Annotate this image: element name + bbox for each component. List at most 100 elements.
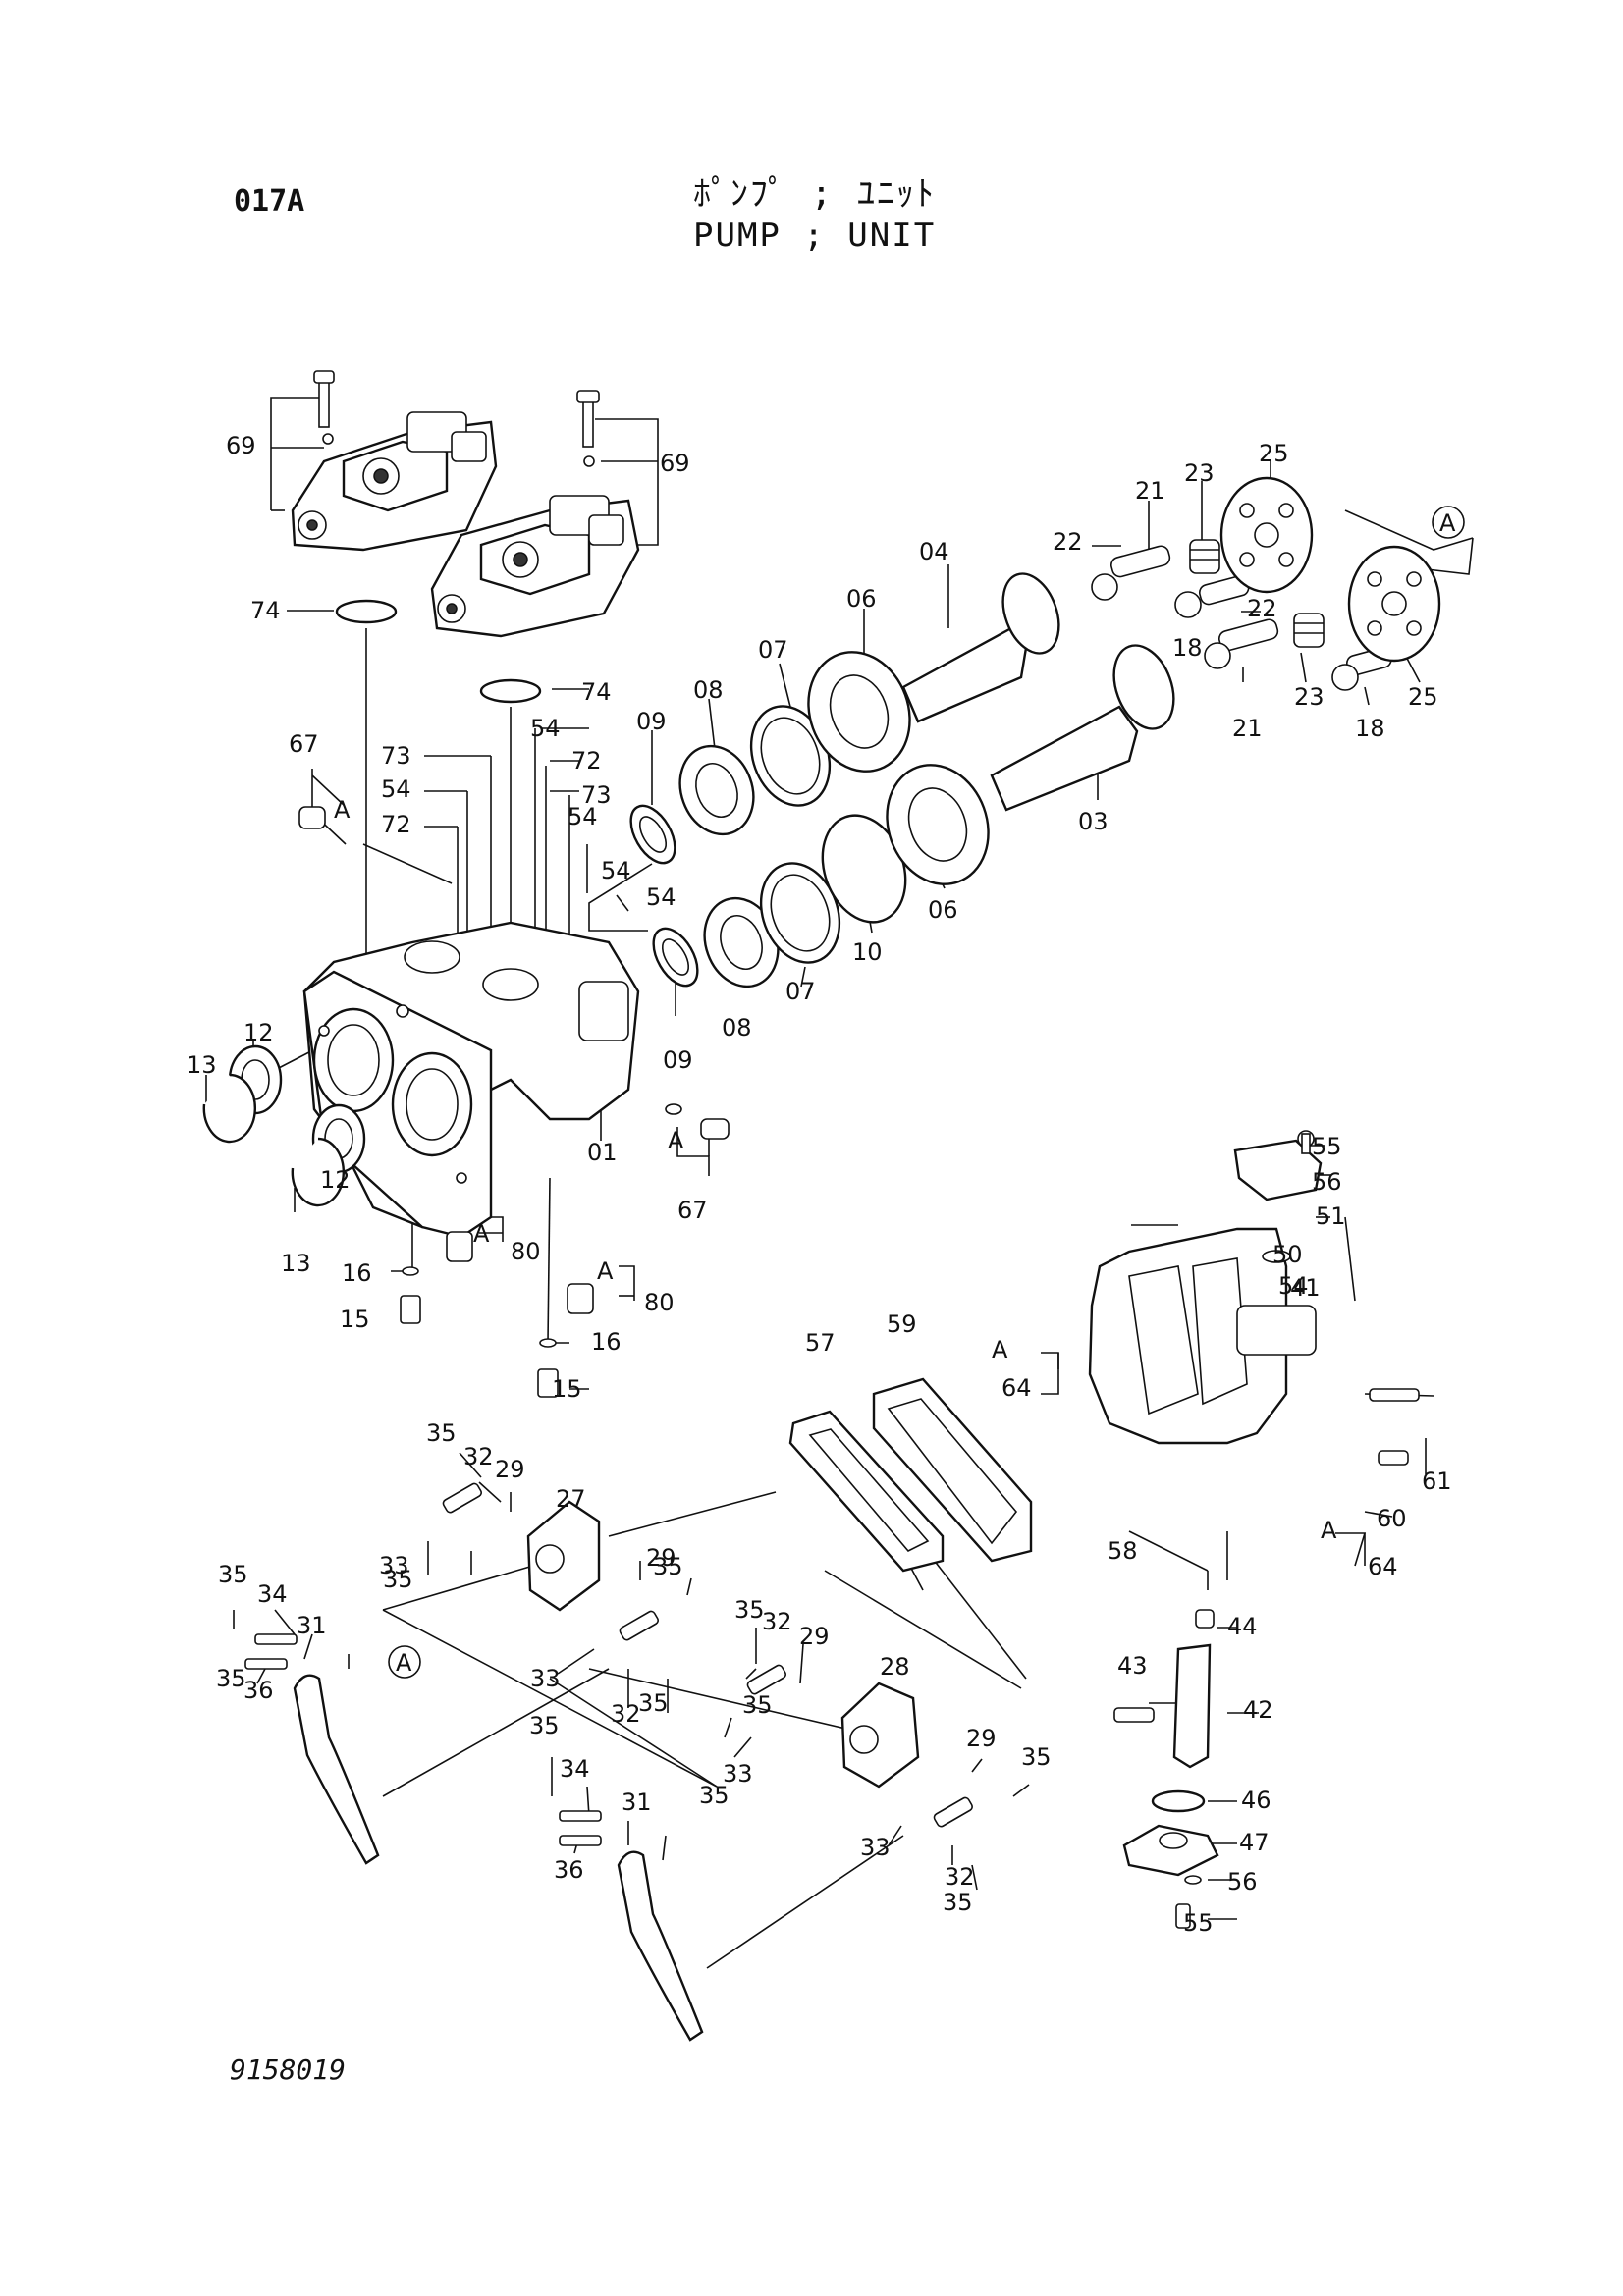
- callout-73: 73: [581, 781, 612, 809]
- callout-15: 15: [340, 1306, 370, 1333]
- callout-74: 74: [250, 597, 281, 624]
- callout-32: 32: [945, 1863, 975, 1891]
- ref-marker-a-6: A: [597, 1257, 614, 1285]
- callout-36: 36: [554, 1856, 584, 1884]
- callout-03: 03: [1078, 808, 1109, 835]
- o-ring-74-left: [335, 599, 398, 624]
- callout-35: 35: [638, 1689, 669, 1717]
- callout-64: 64: [1368, 1553, 1398, 1580]
- callout-35: 35: [383, 1566, 413, 1593]
- levers-and-pins: [244, 1482, 973, 2042]
- callout-16: 16: [342, 1259, 372, 1287]
- callout-25: 25: [1259, 440, 1289, 467]
- callout-22: 22: [1053, 528, 1083, 556]
- callout-50: 50: [1272, 1241, 1303, 1268]
- callout-67: 67: [677, 1197, 708, 1224]
- callout-07: 07: [785, 978, 816, 1005]
- callout-09: 09: [663, 1046, 693, 1074]
- callout-61: 61: [1422, 1468, 1452, 1495]
- callout-51: 51: [1316, 1202, 1346, 1230]
- callout-32: 32: [762, 1608, 792, 1635]
- callout-69: 69: [660, 450, 690, 477]
- callout-06: 06: [846, 585, 877, 613]
- callout-35: 35: [529, 1712, 560, 1739]
- callout-18: 18: [1172, 634, 1203, 662]
- callout-12: 12: [243, 1019, 274, 1046]
- drawing-number: 9158019: [230, 2054, 347, 2086]
- callout-16: 16: [591, 1328, 622, 1356]
- callout-33: 33: [379, 1552, 409, 1579]
- regulator-housing: [1088, 1130, 1434, 1466]
- callout-41: 41: [1290, 1274, 1321, 1302]
- callout-35: 35: [734, 1596, 765, 1624]
- callout-56: 56: [1227, 1868, 1258, 1896]
- callout-23: 23: [1294, 683, 1325, 711]
- callout-80: 80: [511, 1238, 541, 1265]
- ref-marker-a-1: A: [1439, 509, 1456, 537]
- o-ring-74-right: [479, 678, 542, 704]
- callout-12: 12: [320, 1166, 351, 1194]
- callout-55: 55: [1183, 1909, 1214, 1937]
- control-valve-right: [430, 390, 640, 638]
- callout-72: 72: [381, 811, 411, 838]
- callout-46: 46: [1241, 1787, 1271, 1814]
- callout-08: 08: [693, 676, 724, 704]
- callout-35: 35: [1021, 1743, 1052, 1771]
- callout-35: 35: [699, 1782, 730, 1809]
- callout-28: 28: [880, 1653, 910, 1681]
- callout-54: 54: [381, 775, 411, 803]
- callout-31: 31: [622, 1789, 652, 1816]
- callout-42: 42: [1243, 1696, 1273, 1724]
- ref-marker-a-8: A: [1321, 1517, 1337, 1544]
- callout-13: 13: [187, 1051, 217, 1079]
- callout-64: 64: [1001, 1374, 1032, 1402]
- ref-marker-a-4: A: [668, 1127, 684, 1154]
- callout-13: 13: [281, 1250, 311, 1277]
- ref-marker-a-5: A: [473, 1220, 490, 1248]
- plugs-and-bolts: [298, 806, 730, 1398]
- ref-marker-a-2: A: [396, 1649, 412, 1677]
- page-title-japanese: ﾎﾟﾝﾌﾟ ; ﾕﾆｯﾄ: [693, 174, 937, 214]
- callout-58: 58: [1108, 1537, 1138, 1565]
- callout-29: 29: [799, 1623, 830, 1650]
- callout-54: 54: [568, 803, 598, 830]
- callout-69: 69: [226, 432, 256, 459]
- callout-34: 34: [560, 1755, 590, 1783]
- callout-21: 21: [1135, 477, 1165, 505]
- page-title-english: PUMP ; UNIT: [693, 216, 937, 255]
- callout-21: 21: [1232, 715, 1263, 742]
- callout-54: 54: [601, 857, 631, 884]
- callout-04: 04: [919, 538, 949, 565]
- callout-35: 35: [218, 1561, 248, 1588]
- callout-06: 06: [928, 896, 958, 924]
- callout-74: 74: [581, 678, 612, 706]
- callout-10: 10: [852, 938, 883, 966]
- callout-44: 44: [1227, 1613, 1258, 1640]
- callout-59: 59: [887, 1310, 917, 1338]
- callout-33: 33: [860, 1834, 891, 1861]
- callout-60: 60: [1377, 1505, 1407, 1532]
- reference-markers: A A A A A A A A: [334, 506, 1465, 1679]
- rotating-group-parts: [629, 476, 1441, 988]
- gaskets: [788, 1377, 1033, 1573]
- servo-piston-parts: [1113, 1609, 1219, 1929]
- callout-08: 08: [722, 1014, 752, 1041]
- callout-36: 36: [243, 1677, 274, 1704]
- callout-01: 01: [587, 1139, 618, 1166]
- callout-47: 47: [1239, 1829, 1270, 1856]
- callout-29: 29: [495, 1456, 525, 1483]
- callout-54: 54: [1278, 1272, 1309, 1300]
- callout-27: 27: [556, 1485, 586, 1513]
- callout-43: 43: [1117, 1652, 1148, 1680]
- callout-09: 09: [636, 708, 667, 735]
- callout-25: 25: [1408, 683, 1438, 711]
- regulator-valves: [526, 1500, 920, 1789]
- callout-35: 35: [216, 1665, 246, 1692]
- callout-35: 35: [653, 1553, 683, 1580]
- pump-housing: [302, 921, 640, 1239]
- callout-35: 35: [943, 1889, 973, 1916]
- ref-marker-a-7: A: [992, 1336, 1008, 1363]
- callout-34: 34: [257, 1580, 288, 1608]
- callout-67: 67: [289, 730, 319, 758]
